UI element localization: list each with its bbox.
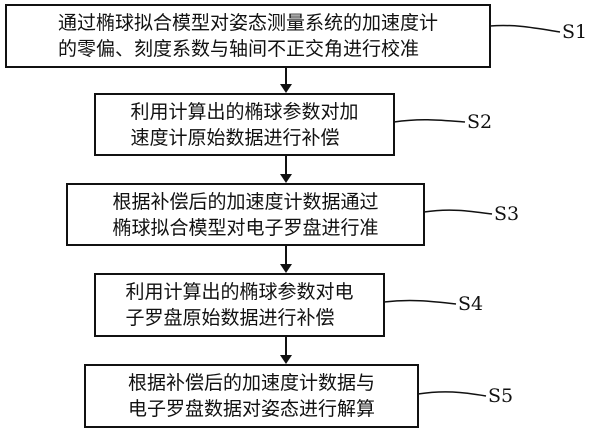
step-label-s3: S3 <box>494 203 520 225</box>
leader-line-s1 <box>489 24 561 33</box>
step-label-s2: S2 <box>467 111 493 133</box>
leader-line-s4 <box>383 299 457 305</box>
arrow-s4-s5 <box>280 337 292 364</box>
step-text-s5: 根据补偿后的加速度计数据与 电子罗盘数据对姿态进行解算 <box>127 372 375 420</box>
step-box-s4: 利用计算出的椭球参数对电 子罗盘原始数据进行补偿 <box>94 273 385 337</box>
arrow-s1-s2 <box>280 68 292 93</box>
leader-line-s2 <box>393 118 466 123</box>
step-label-s1: S1 <box>562 21 588 43</box>
step-text-s3: 根据补偿后的加速度计数据通过 椭球拟合模型对电子罗盘进行准 <box>112 190 379 239</box>
step-box-s3: 根据补偿后的加速度计数据通过 椭球拟合模型对电子罗盘进行准 <box>66 183 425 246</box>
step-text-s1: 通过椭球拟合模型对姿态测量系统的加速度计 的零偏、刻度系数与轴间不正交角进行校准 <box>57 12 438 60</box>
leader-line-s3 <box>423 209 493 215</box>
step-text-s2: 利用计算出的椭球参数对加 速度计原始数据进行补偿 <box>130 100 359 149</box>
step-label-s4: S4 <box>458 293 484 315</box>
step-box-s5: 根据补偿后的加速度计数据与 电子罗盘数据对姿态进行解算 <box>84 364 419 428</box>
step-box-s1: 通过椭球拟合模型对姿态测量系统的加速度计 的零偏、刻度系数与轴间不正交角进行校准 <box>5 4 491 68</box>
arrow-s2-s3 <box>280 156 292 183</box>
step-text-s4: 利用计算出的椭球参数对电 子罗盘原始数据进行补偿 <box>125 281 354 329</box>
leader-line-s5 <box>417 391 487 397</box>
step-box-s2: 利用计算出的椭球参数对加 速度计原始数据进行补偿 <box>94 93 395 156</box>
arrow-s3-s4 <box>280 246 292 273</box>
step-label-s5: S5 <box>488 385 514 407</box>
